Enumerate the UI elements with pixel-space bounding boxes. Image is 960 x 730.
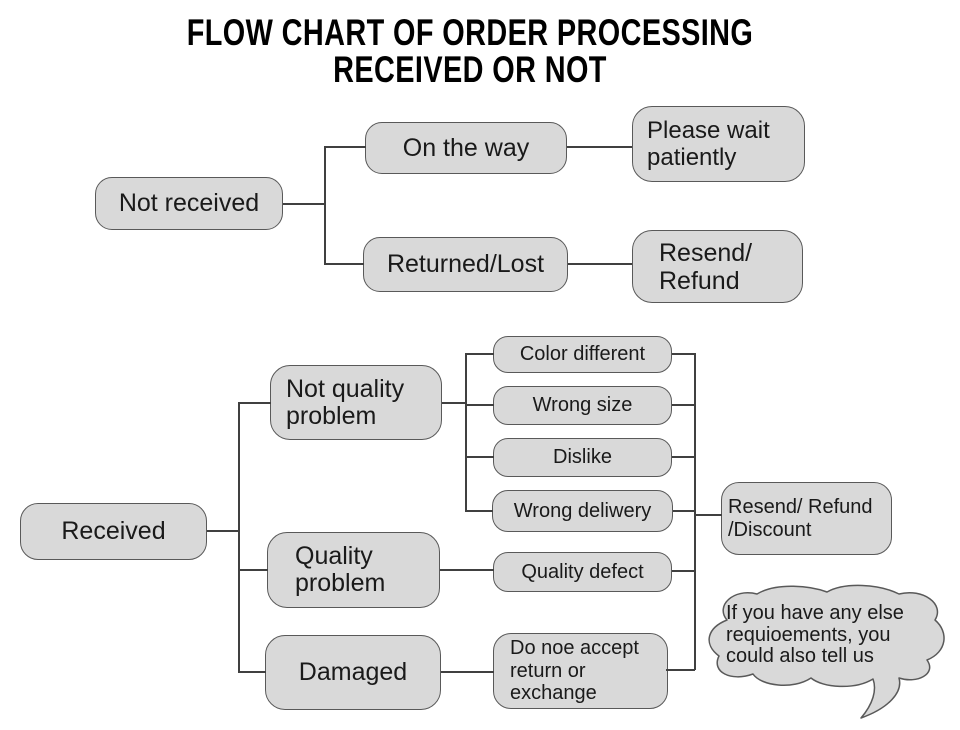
connector-line <box>465 353 467 512</box>
node-quality-problem: Quality problem <box>267 532 440 608</box>
connector-line <box>465 353 494 355</box>
connector-line <box>238 402 240 673</box>
connector-line <box>465 510 493 512</box>
connector-line <box>238 671 266 673</box>
speech-bubble-shape <box>708 584 945 719</box>
node-not-received: Not received <box>95 177 283 230</box>
connector-line <box>694 353 696 670</box>
connector-line <box>442 402 467 404</box>
connector-line <box>238 402 271 404</box>
node-quality-defect: Quality defect <box>493 552 672 592</box>
connector-line <box>672 353 695 355</box>
chart-title: FLOW CHART OF ORDER PROCESSING RECEIVED … <box>103 14 836 88</box>
node-resend-refund-discount: Resend/ Refund /Discount <box>721 482 892 555</box>
connector-line <box>567 146 632 148</box>
connector-line <box>440 569 494 571</box>
connector-line <box>283 203 325 205</box>
node-on-the-way: On the way <box>365 122 567 174</box>
node-resend-refund: Resend/ Refund <box>632 230 803 303</box>
connector-line <box>568 263 632 265</box>
connector-line <box>441 671 494 673</box>
connector-line <box>324 146 366 148</box>
node-wrong-delivery: Wrong deliwery <box>492 490 673 532</box>
node-received: Received <box>20 503 207 560</box>
connector-line <box>672 456 695 458</box>
connector-line <box>465 456 494 458</box>
connector-line <box>673 510 695 512</box>
node-please-wait-patiently: Please wait patiently <box>632 106 805 182</box>
speech-bubble <box>708 584 945 719</box>
connector-line <box>672 570 695 572</box>
connector-line <box>207 530 239 532</box>
node-returned-lost: Returned/Lost <box>363 237 568 292</box>
connector-line <box>465 404 494 406</box>
connector-line <box>672 404 695 406</box>
speech-bubble-text: If you have any else requioements, you c… <box>726 602 904 667</box>
node-not-quality-problem: Not quality problem <box>270 365 442 440</box>
chart-title-line2: RECEIVED OR NOT <box>333 49 607 90</box>
chart-title-line1: FLOW CHART OF ORDER PROCESSING <box>186 12 754 53</box>
node-do-not-accept-return: Do noe accept return or exchange <box>493 633 668 709</box>
node-color-different: Color different <box>493 336 672 373</box>
node-dislike: Dislike <box>493 438 672 477</box>
connector-line <box>238 569 268 571</box>
node-wrong-size: Wrong size <box>493 386 672 425</box>
connector-line <box>694 514 722 516</box>
node-damaged: Damaged <box>265 635 441 710</box>
connector-line <box>324 146 326 265</box>
connector-line <box>324 263 364 265</box>
connector-line <box>666 669 695 671</box>
